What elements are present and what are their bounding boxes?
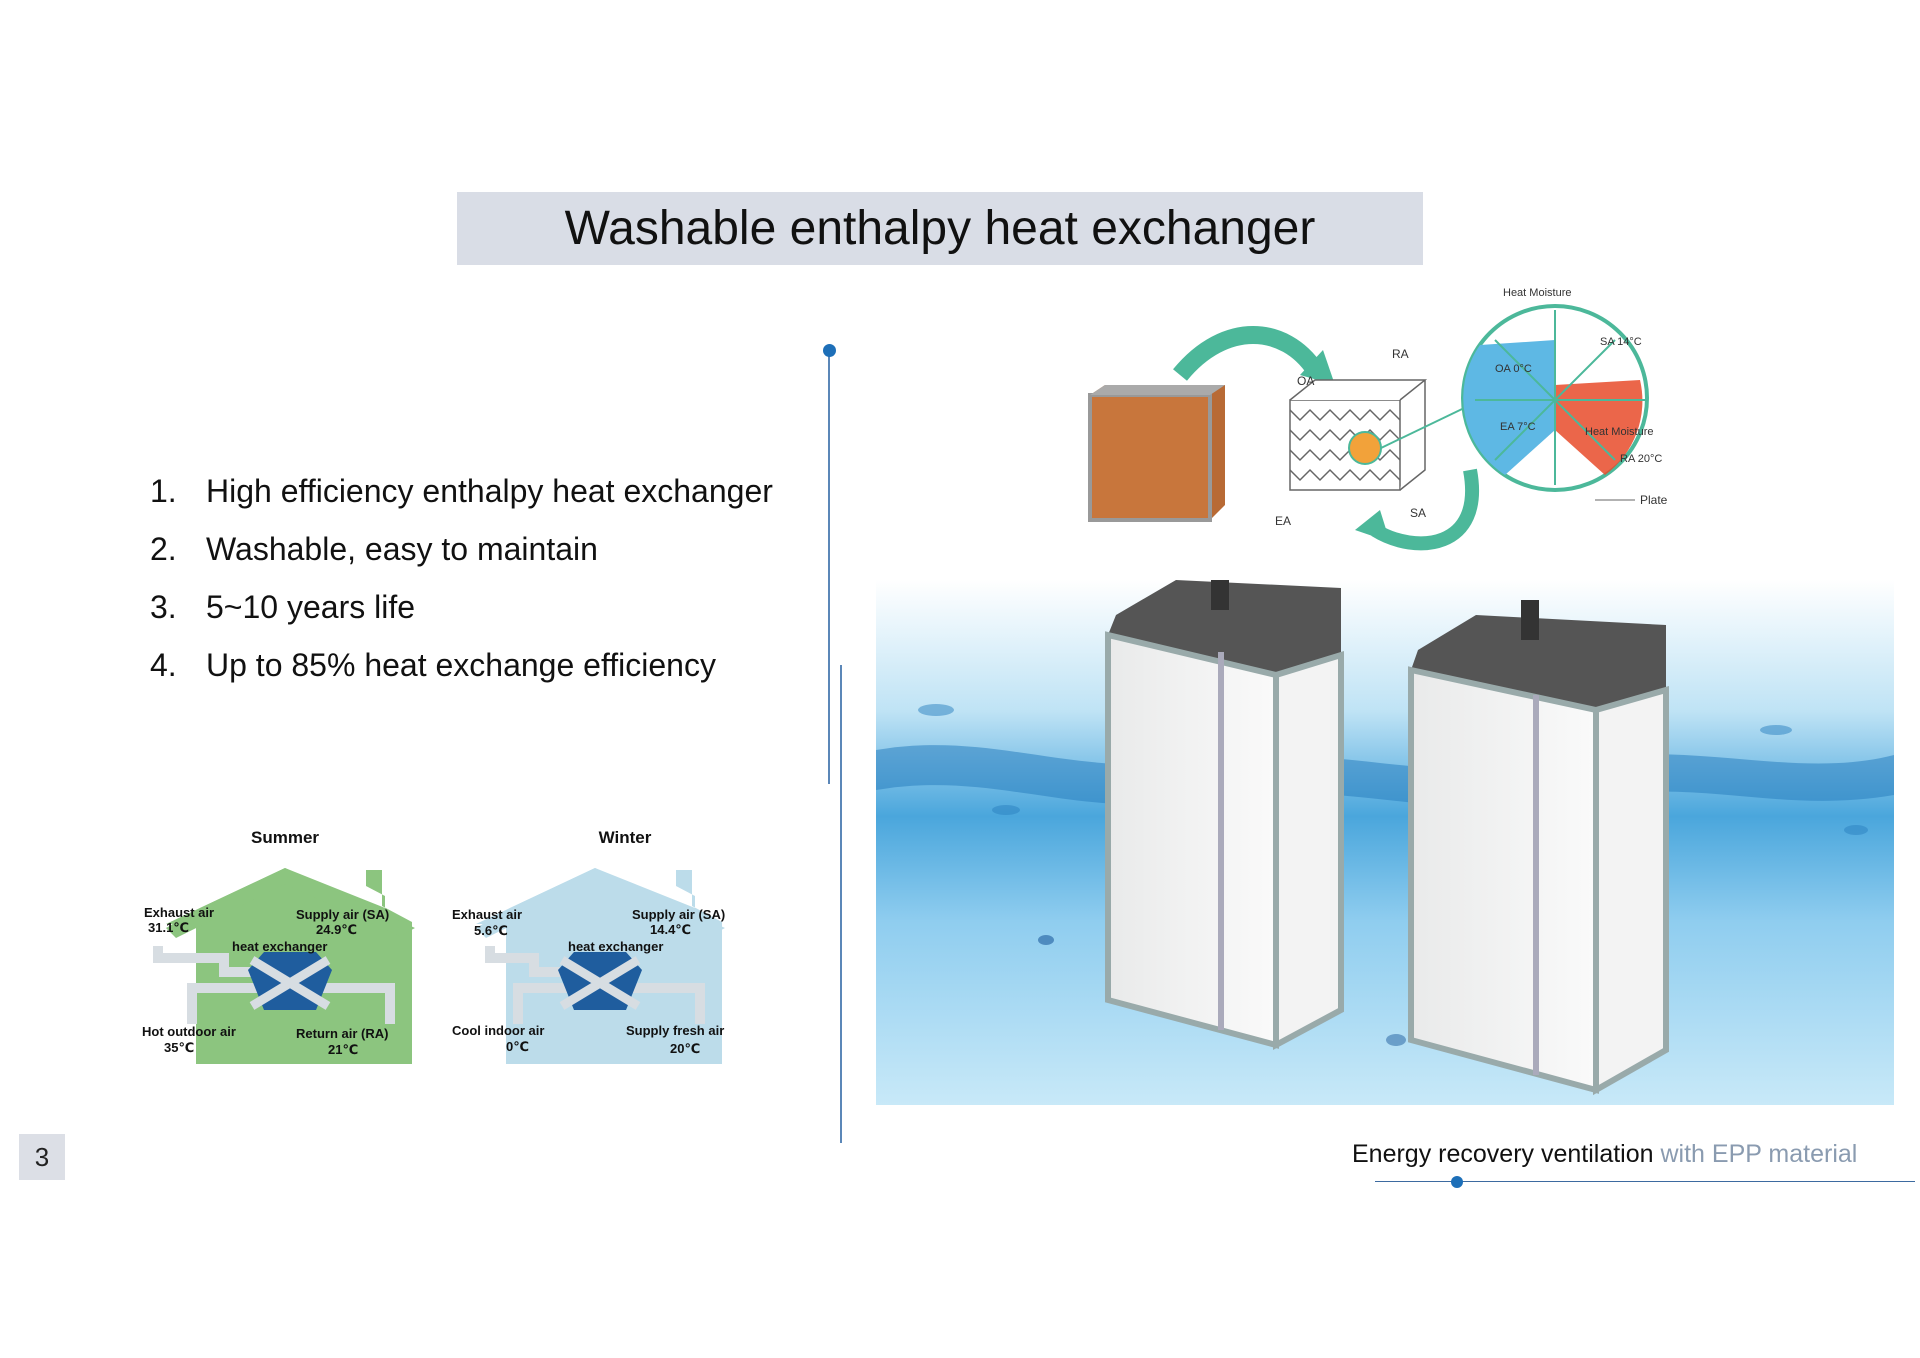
diagram-label: 14.4℃ [650,922,692,937]
winter-title: Winter [598,828,652,847]
divider-line-lower [840,665,842,1143]
footer-line [1375,1181,1915,1182]
list-item: 3. 5~10 years life [150,578,773,636]
page-title: Washable enthalpy heat exchanger [564,202,1316,255]
exchanger-label: OA [1297,374,1314,388]
exchanger-label: Heat Moisture [1585,426,1653,438]
footer-caption: Energy recovery ventilation with EPP mat… [1352,1140,1857,1169]
exchanger-label: Heat Moisture [1503,287,1571,299]
footer-subtitle: with EPP material [1653,1140,1858,1168]
exchanger-label: EA 7°C [1500,421,1536,433]
diagram-label: 35℃ [164,1040,195,1055]
list-text: Up to 85% heat exchange efficiency [206,647,716,683]
list-text: 5~10 years life [206,589,416,625]
diagram-label: 0℃ [506,1039,529,1054]
diagram-label: Hot outdoor air [142,1024,236,1039]
exchanger-label: Plate [1640,493,1668,507]
exchanger-label: OA 0°C [1495,363,1532,375]
diagram-label: 21℃ [328,1042,359,1057]
footer-dot [1451,1176,1463,1188]
diagram-label: Supply air (SA) [632,907,726,922]
divider-line-upper [828,356,830,784]
exchanger-principle-diagram: OA RA EA SA Heat Moisture SA 14°C OA 0°C… [1085,280,1685,560]
list-number: 3. [150,589,177,625]
diagram-label: 20℃ [670,1041,701,1056]
exchanger-principle-illustration: OA RA EA SA Heat Moisture SA 14°C OA 0°C… [1088,287,1668,551]
diagram-label: 24.9℃ [316,922,358,937]
list-number: 2. [150,531,177,567]
exchanger-label: RA 20°C [1620,453,1662,465]
diagram-label: 5.6℃ [474,923,508,938]
diagram-label: Cool indoor air [452,1023,545,1038]
list-number: 4. [150,647,177,683]
diagram-label: Return air (RA) [296,1026,389,1041]
diagram-label: heat exchanger [568,939,664,954]
footer-title: Energy recovery ventilation [1352,1140,1654,1168]
title-banner: Washable enthalpy heat exchanger [457,192,1423,265]
water-and-filters-image [876,580,1894,1105]
list-number: 1. [150,473,177,509]
diagram-label: Supply air (SA) [296,907,390,922]
exchanger-label: RA [1392,347,1409,361]
list-item: 4. Up to 85% heat exchange efficiency [150,636,773,694]
winter-diagram: Winter Exhaust air 5.6℃ Supply air (SA) … [450,828,780,1078]
exchanger-label: SA 14°C [1600,336,1642,348]
exchanger-label: SA [1410,506,1426,520]
diagram-label: heat exchanger [232,939,328,954]
list-item: 2. Washable, easy to maintain [150,520,773,578]
diagram-label: Exhaust air [452,907,523,922]
list-text: High efficiency enthalpy heat exchanger [206,473,773,509]
summer-title: Summer [250,828,320,847]
summer-diagram: Summer Exhaust air 31.1℃ Supply air (SA)… [140,828,470,1078]
list-item: 1. High efficiency enthalpy heat exchange… [150,462,773,520]
summer-house-illustration [153,868,415,1064]
product-photo [876,580,1894,1105]
page-number: 3 [19,1134,65,1180]
list-text: Washable, easy to maintain [206,531,598,567]
divider-dot [823,344,836,357]
diagram-label: Exhaust air [144,905,215,920]
exchanger-label: EA [1275,514,1291,528]
diagram-label: Supply fresh air [626,1023,725,1038]
winter-house-illustration [476,868,725,1064]
diagram-label: 31.1℃ [148,920,190,935]
feature-list: 1. High efficiency enthalpy heat exchange… [150,462,773,694]
